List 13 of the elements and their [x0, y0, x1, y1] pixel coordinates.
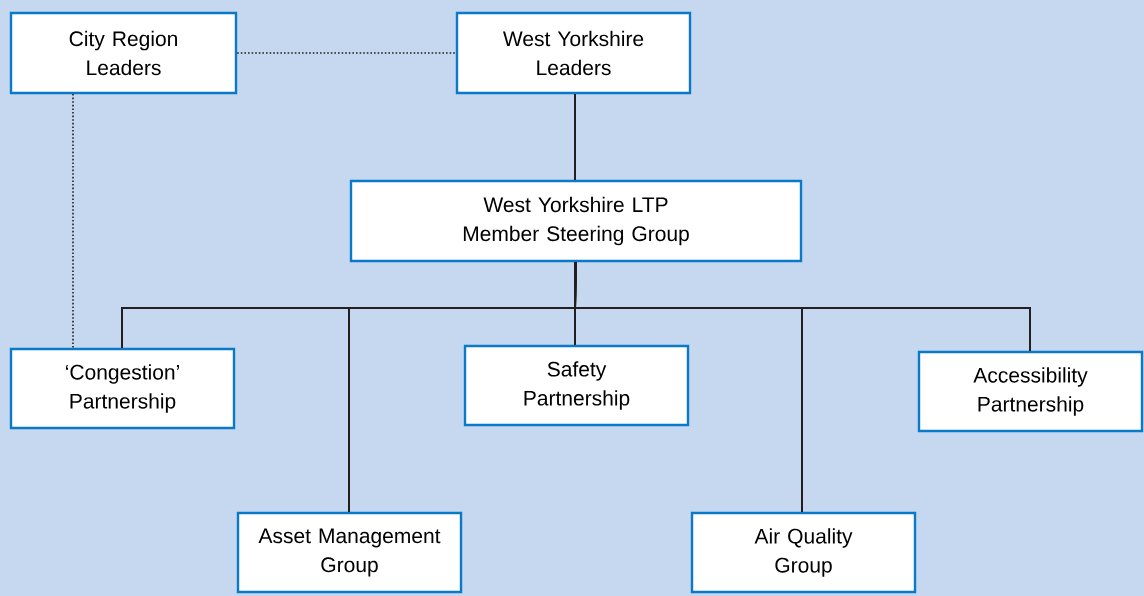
- org-box: ‘Congestion’ Partnership: [9, 347, 236, 430]
- org-box: City Region Leaders: [9, 11, 238, 95]
- connector-line: [574, 93, 576, 181]
- org-box: Air Quality Group: [690, 511, 917, 594]
- dotted-connector: [72, 93, 74, 349]
- org-box: West Yorkshire LTP Member Steering Group: [349, 179, 803, 263]
- org-box: Safety Partnership: [463, 344, 690, 427]
- dotted-connector: [236, 52, 457, 54]
- org-box: Accessibility Partnership: [917, 350, 1144, 433]
- org-box: West Yorkshire Leaders: [455, 11, 692, 95]
- connector-line: [574, 261, 1031, 352]
- org-box: Asset Management Group: [236, 511, 463, 594]
- connector-line: [574, 261, 576, 346]
